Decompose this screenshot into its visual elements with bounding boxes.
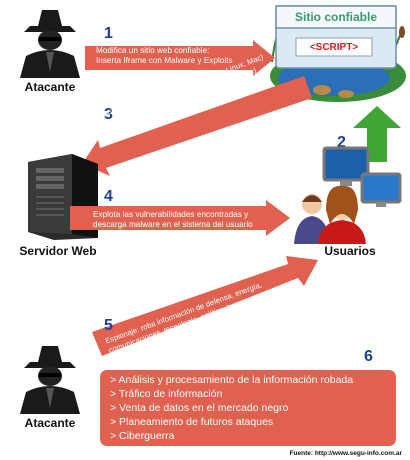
attacker-bottom-label: Atacante xyxy=(24,416,76,430)
arrow-step-3 xyxy=(82,76,312,176)
step-1-number: 1 xyxy=(104,25,113,42)
step-6-line-5: > Ciberguerra xyxy=(110,430,175,442)
step-4-line-2: descarga malware en el sistema del usuar… xyxy=(93,220,253,229)
users-icon xyxy=(294,146,402,244)
step-4-number: 4 xyxy=(104,188,113,205)
web-server-label: Servidor Web xyxy=(19,244,97,258)
step-6-line-2: > Tráfico de información xyxy=(110,388,223,400)
arrow-step-5 xyxy=(92,256,318,356)
step-4-line-1: Explota las vulnerabilidades encontradas… xyxy=(93,210,249,219)
step-2-number: 2 xyxy=(337,134,346,151)
hacker-icon xyxy=(20,10,80,78)
users-label: Usuarios xyxy=(324,244,376,258)
step-1-line-1: Modifica un sitio web confiable: xyxy=(96,46,210,55)
step-6-line-4: > Planeamiento de futuros ataques xyxy=(110,416,274,428)
arrow-step-1 xyxy=(85,40,275,76)
arrow-step-4 xyxy=(70,200,290,236)
source-note: Fuente: http://www.segu-info.com.ar xyxy=(289,450,402,457)
attacker-bottom: Atacante xyxy=(10,342,90,432)
up-arrow-step-2 xyxy=(353,106,401,162)
trusted-site-title: Sitio confiable xyxy=(294,10,377,24)
hacker-icon xyxy=(20,346,80,414)
script-tag-label: <SCRIPT> xyxy=(309,42,359,53)
step-3-number: 3 xyxy=(104,106,113,123)
attacker-top: Atacante xyxy=(10,6,90,96)
step-1-line-2: Inserta Iframe con Malware y Exploits xyxy=(96,56,233,65)
step-6-line-3: > Venta de datos en el mercado negro xyxy=(110,402,289,414)
users: Usuarios xyxy=(290,144,402,262)
step-6-box: > Análisis y procesamiento de la informa… xyxy=(100,370,396,446)
step-6-number: 6 xyxy=(364,348,373,365)
step-5-number: 5 xyxy=(104,317,113,334)
attacker-top-label: Atacante xyxy=(24,80,76,94)
step-6-line-1: > Análisis y procesamiento de la informa… xyxy=(110,374,354,386)
